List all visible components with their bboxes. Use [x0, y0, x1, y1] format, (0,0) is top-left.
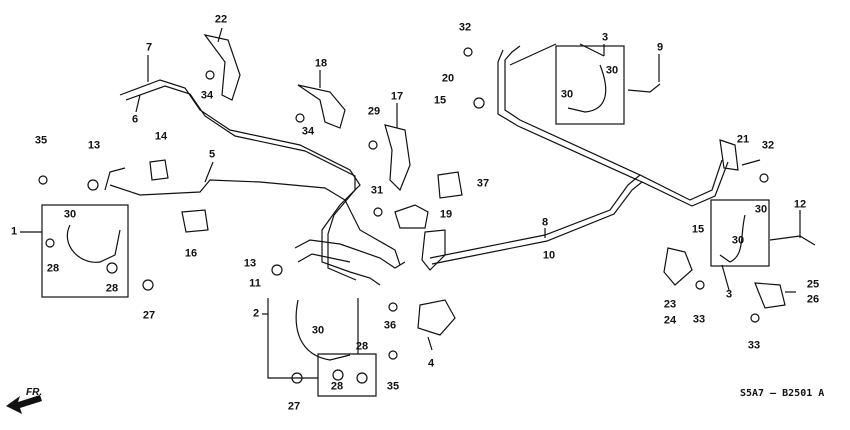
callout-28-left-b: 28 [105, 282, 119, 295]
callout-3-top: 3 [601, 31, 609, 44]
callout-30-rear-a: 30 [605, 64, 619, 77]
callout-21: 21 [736, 133, 750, 146]
callout-5: 5 [208, 148, 216, 161]
group-box-rear-left-hose [267, 298, 377, 397]
callout-13-mid: 13 [243, 257, 257, 270]
callout-12: 12 [793, 198, 807, 211]
callout-19: 19 [439, 208, 453, 221]
part-23-bracket [663, 247, 693, 286]
callout-22: 22 [214, 13, 228, 26]
hose-left-front [66, 224, 121, 263]
callout-20: 20 [441, 72, 455, 85]
hose-rear-left [295, 299, 351, 361]
callout-4: 4 [427, 357, 435, 370]
callout-30-bottom: 30 [311, 324, 325, 337]
callout-33-mid: 33 [692, 313, 706, 326]
part-17-bracket [384, 124, 411, 192]
callout-28-left-a: 28 [46, 262, 60, 275]
callout-32-right: 32 [761, 139, 775, 152]
callout-26: 26 [806, 293, 820, 306]
part-37-clip [437, 171, 463, 199]
group-box-left-front-hose [41, 204, 129, 298]
callout-1: 1 [10, 225, 18, 238]
brake-line-5 [109, 179, 401, 266]
diagram-code: S5A7 – B2501 A [740, 388, 825, 399]
callout-34-mid: 34 [301, 125, 315, 138]
part-14-clip [149, 159, 169, 181]
callout-16: 16 [184, 247, 198, 260]
brake-line-6 [119, 79, 361, 273]
callout-25: 25 [806, 278, 820, 291]
part-22-bracket [203, 34, 241, 101]
callout-28-bottom-a: 28 [355, 340, 369, 353]
callout-31: 31 [370, 184, 384, 197]
callout-3-right: 3 [725, 288, 733, 301]
callout-35-bottom: 35 [386, 380, 400, 393]
callout-30-rear-b: 30 [560, 88, 574, 101]
callout-30-left: 30 [63, 208, 77, 221]
callout-29: 29 [367, 105, 381, 118]
callout-8: 8 [541, 216, 549, 229]
callout-10: 10 [542, 249, 556, 262]
callout-6: 6 [131, 113, 139, 126]
part-4-junction [417, 299, 456, 336]
callout-17: 17 [390, 90, 404, 103]
callout-23: 23 [663, 298, 677, 311]
part-25-bracket [754, 282, 786, 309]
group-box-right-front-hose [710, 199, 770, 267]
callout-15-top: 15 [433, 94, 447, 107]
front-direction-arrow [6, 395, 42, 414]
callout-13-left: 13 [87, 139, 101, 152]
brake-line-7 [125, 85, 357, 281]
callout-14: 14 [154, 130, 168, 143]
hose-right-front [719, 214, 746, 263]
callout-18: 18 [314, 57, 328, 70]
callout-24: 24 [663, 314, 677, 327]
callout-7: 7 [145, 41, 153, 54]
callout-30-right-b: 30 [731, 234, 745, 247]
group-box-rear-right-hose [555, 45, 625, 125]
hose-rear-right [567, 64, 607, 113]
front-direction-label: FR. [26, 387, 43, 398]
callout-27-left: 27 [142, 309, 156, 322]
callout-36: 36 [383, 319, 397, 332]
part-16-clip [181, 209, 209, 233]
brake-line-10 [431, 161, 729, 265]
callout-9: 9 [656, 41, 664, 54]
callout-2: 2 [252, 307, 260, 320]
part-19-bracket [394, 204, 429, 229]
callout-34-top: 34 [200, 89, 214, 102]
callout-11: 11 [249, 277, 261, 290]
callout-37: 37 [476, 177, 490, 190]
callout-27-bottom: 27 [287, 400, 301, 413]
brake-line-8 [429, 159, 723, 259]
callout-30-right-a: 30 [754, 203, 768, 216]
callout-35-left: 35 [34, 134, 48, 147]
callout-28-bottom-b: 28 [330, 380, 344, 393]
part-18-bracket [297, 84, 346, 129]
callout-33-bottom: 33 [747, 339, 761, 352]
callout-32-top: 32 [458, 21, 472, 34]
callout-15-right: 15 [691, 223, 705, 236]
